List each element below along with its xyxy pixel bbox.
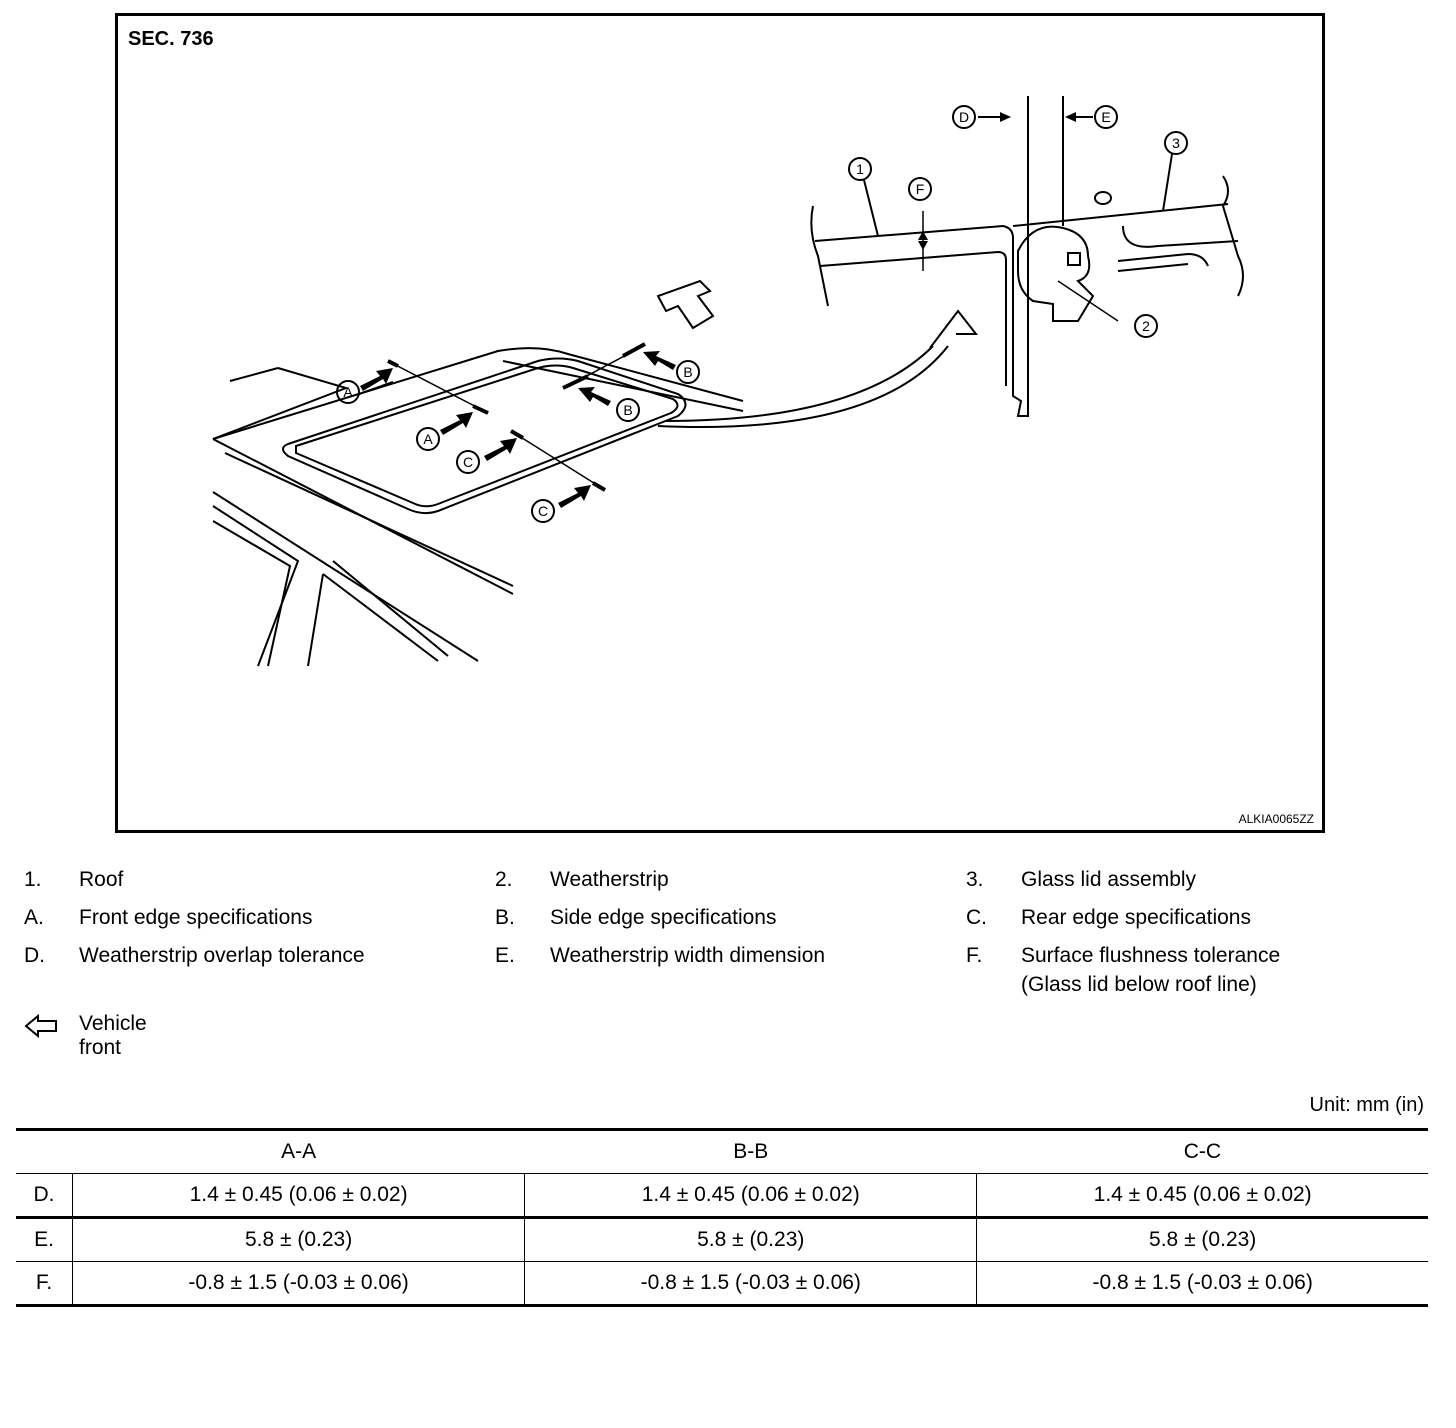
glass-lid xyxy=(282,357,687,515)
row-label: E. xyxy=(16,1217,73,1262)
table-row: F. -0.8 ± 1.5 (-0.03 ± 0.06) -0.8 ± 1.5 … xyxy=(16,1261,1428,1307)
legend-key: 2. xyxy=(495,868,513,891)
callout-2: 2 xyxy=(1142,318,1150,334)
column-header: B-B xyxy=(524,1128,977,1174)
unit-label: Unit: mm (in) xyxy=(1309,1094,1424,1116)
sunroof-illustration: A A C C B B xyxy=(212,96,1244,667)
legend-key: D. xyxy=(24,944,45,967)
cross-section-detail xyxy=(810,96,1244,417)
callout-A-upper: A xyxy=(343,384,353,400)
legend-key: C. xyxy=(966,906,987,929)
specification-table: A-A B-B C-C D. 1.4 ± 0.45 (0.06 ± 0.02) … xyxy=(16,1128,1428,1307)
legend-key: 3. xyxy=(966,868,984,891)
table-cell: 1.4 ± 0.45 (0.06 ± 0.02) xyxy=(71,1173,525,1219)
legend-text: Weatherstrip width dimension xyxy=(550,944,826,967)
callout-B-lower: B xyxy=(623,402,632,418)
section-lines xyxy=(387,342,646,492)
vehicle-front-label: Vehicle front xyxy=(79,1012,147,1059)
callout-A-lower: A xyxy=(423,431,433,447)
callout-C-lower: C xyxy=(538,503,548,519)
table-cell: 5.8 ± (0.23) xyxy=(71,1217,525,1262)
callout-D: D xyxy=(959,109,969,125)
callout-3: 3 xyxy=(1172,135,1180,151)
callout-C-upper: C xyxy=(463,454,473,470)
legend-text: Surface flushness tolerance xyxy=(1021,944,1281,967)
legend-key: 1. xyxy=(24,868,42,891)
legend-key: A. xyxy=(24,906,44,929)
roof-outline xyxy=(212,347,744,667)
column-header xyxy=(16,1128,73,1174)
callout-F: F xyxy=(916,181,925,197)
callout-E: E xyxy=(1101,109,1110,125)
legend-text: Weatherstrip xyxy=(550,868,669,891)
table-cell: 1.4 ± 0.45 (0.06 ± 0.02) xyxy=(976,1173,1428,1219)
detail-callouts: D E F 1 3 2 xyxy=(848,105,1188,338)
table-cell: -0.8 ± 1.5 (-0.03 ± 0.06) xyxy=(976,1261,1428,1307)
vehicle-front-arrow-icon xyxy=(656,279,715,330)
legend-item: 1. xyxy=(24,868,42,892)
outline-arrow-left-icon xyxy=(24,1013,57,1039)
row-label: F. xyxy=(16,1261,73,1307)
legend-key: F. xyxy=(966,944,983,967)
table-cell: 1.4 ± 0.45 (0.06 ± 0.02) xyxy=(524,1173,977,1219)
legend-key: E. xyxy=(495,944,515,967)
sunroof-diagram: SEC. 736 xyxy=(115,13,1325,833)
legend-text: Roof xyxy=(79,868,124,891)
table-row: E. 5.8 ± (0.23) 5.8 ± (0.23) 5.8 ± (0.23… xyxy=(16,1217,1428,1262)
legend-text: Rear edge specifications xyxy=(1021,906,1251,929)
detail-pointer-arrow xyxy=(657,345,949,428)
callout-B-upper: B xyxy=(683,364,692,380)
table-cell: -0.8 ± 1.5 (-0.03 ± 0.06) xyxy=(71,1261,525,1307)
legend-text-continued: (Glass lid below roof line) xyxy=(1021,973,1257,996)
section-number: SEC. 736 xyxy=(128,28,214,50)
table-cell: 5.8 ± (0.23) xyxy=(524,1217,977,1262)
legend-text: Weatherstrip overlap tolerance xyxy=(79,944,365,967)
vehicle-front-key: Vehicle front xyxy=(24,1012,147,1059)
table-cell: 5.8 ± (0.23) xyxy=(976,1217,1428,1262)
figure-id: ALKIA0065ZZ xyxy=(1238,812,1314,826)
legend-key: B. xyxy=(495,906,515,929)
column-header: A-A xyxy=(72,1128,525,1174)
roof-callouts: A A C C B B xyxy=(336,360,700,523)
table-cell: -0.8 ± 1.5 (-0.03 ± 0.06) xyxy=(524,1261,977,1307)
callout-1: 1 xyxy=(856,161,864,177)
column-header: C-C xyxy=(976,1128,1428,1174)
legend-text: Glass lid assembly xyxy=(1021,868,1197,891)
table-row: D. 1.4 ± 0.45 (0.06 ± 0.02) 1.4 ± 0.45 (… xyxy=(16,1173,1428,1219)
section-arrows xyxy=(360,351,676,508)
row-label: D. xyxy=(16,1173,73,1219)
legend-text: Side edge specifications xyxy=(550,906,777,929)
table-header-row: A-A B-B C-C xyxy=(16,1128,1428,1174)
legend-text: Front edge specifications xyxy=(79,906,313,929)
